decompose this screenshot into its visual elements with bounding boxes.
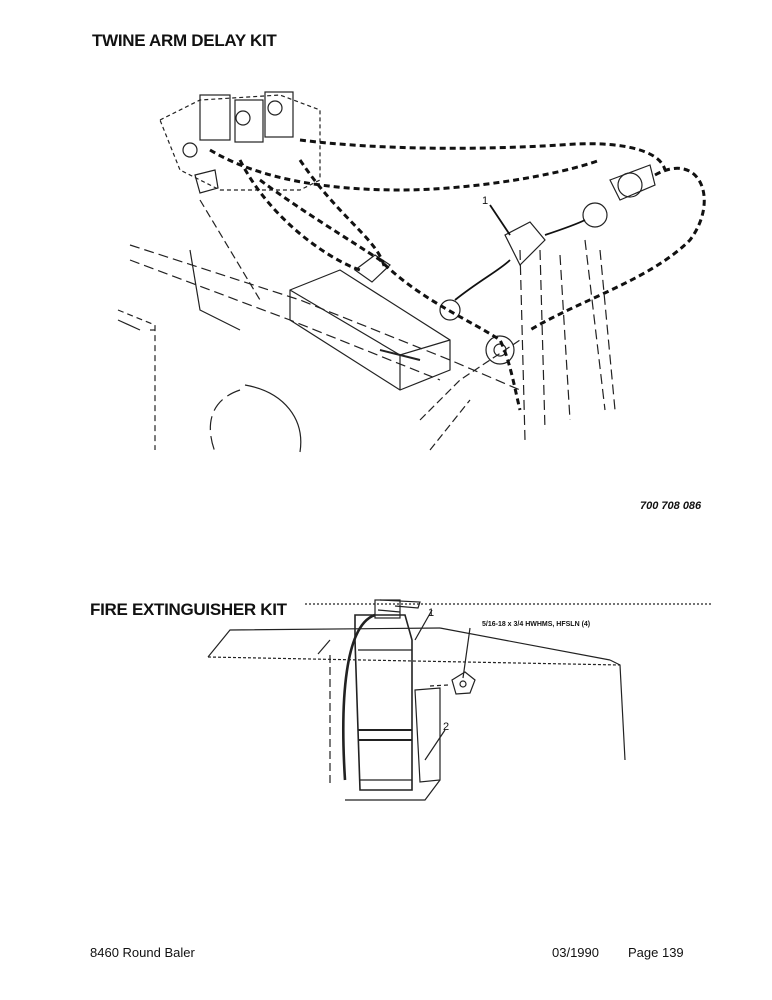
callout-1: 1 <box>482 195 488 207</box>
callout-2: 2 <box>443 721 449 733</box>
hardware-label: 5/16-18 x 3/4 HWHMS, HFSLN (4) <box>482 621 590 628</box>
section-title-fire-extinguisher-kit: FIRE EXTINGUISHER KIT <box>90 600 287 619</box>
callout-1: 1 <box>428 607 434 619</box>
section-title-twine-arm-delay-kit: TWINE ARM DELAY KIT <box>92 31 277 50</box>
footer-date: 03/1990 <box>552 945 599 960</box>
footer-model: 8460 Round Baler <box>90 945 195 960</box>
part-number: 700 708 086 <box>640 500 702 512</box>
footer-page-number: Page 139 <box>628 945 684 960</box>
